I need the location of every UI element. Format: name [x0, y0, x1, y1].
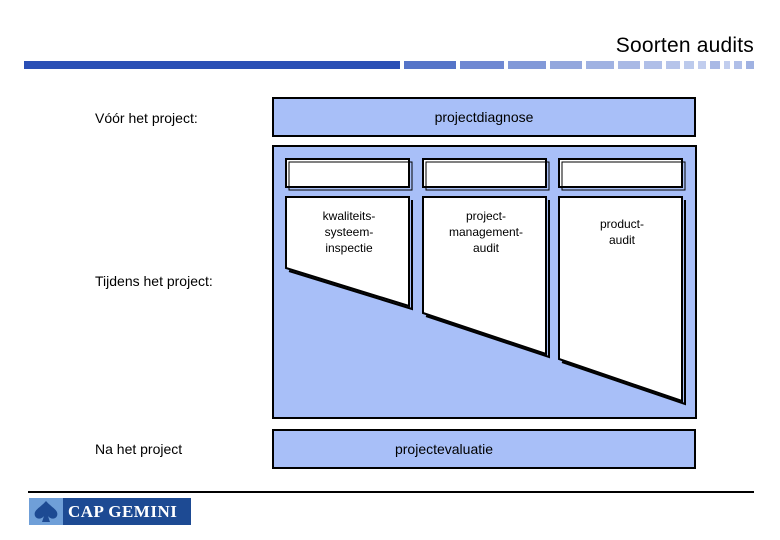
column-text-kwaliteitssysteeminspectie: kwaliteits- systeem- inspectie	[289, 208, 409, 256]
projectevaluatie-label: projectevaluatie	[394, 441, 494, 457]
cap-gemini-logo: CAP GEMINI	[29, 498, 191, 525]
column-line: project-	[465, 209, 506, 223]
column-header-boxes	[285, 158, 686, 191]
logo-wordmark: CAP GEMINI	[68, 501, 178, 521]
projectdiagnose-bar: projectdiagnose	[272, 97, 696, 137]
column-line: audit	[608, 233, 636, 247]
column-line: inspectie	[325, 241, 373, 255]
column-text-productaudit: product- audit	[562, 216, 682, 248]
page-title: Soorten audits	[615, 34, 754, 57]
header-stripe	[24, 61, 754, 69]
row-label-after: Na het project	[95, 441, 183, 457]
column-text-projectmanagementaudit: project- management- audit	[426, 208, 546, 256]
projectdiagnose-label: projectdiagnose	[434, 109, 534, 125]
column-trapezoids	[285, 196, 686, 406]
column-line: management-	[448, 225, 524, 239]
row-label-before: Vóór het project:	[95, 110, 198, 126]
audit-diagram-shapes	[272, 145, 697, 419]
audit-diagram	[272, 145, 697, 419]
footer-divider	[28, 491, 754, 493]
spade-icon	[29, 498, 63, 525]
column-line: product-	[599, 217, 645, 231]
column-line: audit	[472, 241, 500, 255]
column-line: systeem-	[324, 225, 374, 239]
projectevaluatie-bar: projectevaluatie	[272, 429, 696, 469]
column-line: kwaliteits-	[322, 209, 376, 223]
row-label-during: Tijdens het project:	[95, 273, 213, 289]
